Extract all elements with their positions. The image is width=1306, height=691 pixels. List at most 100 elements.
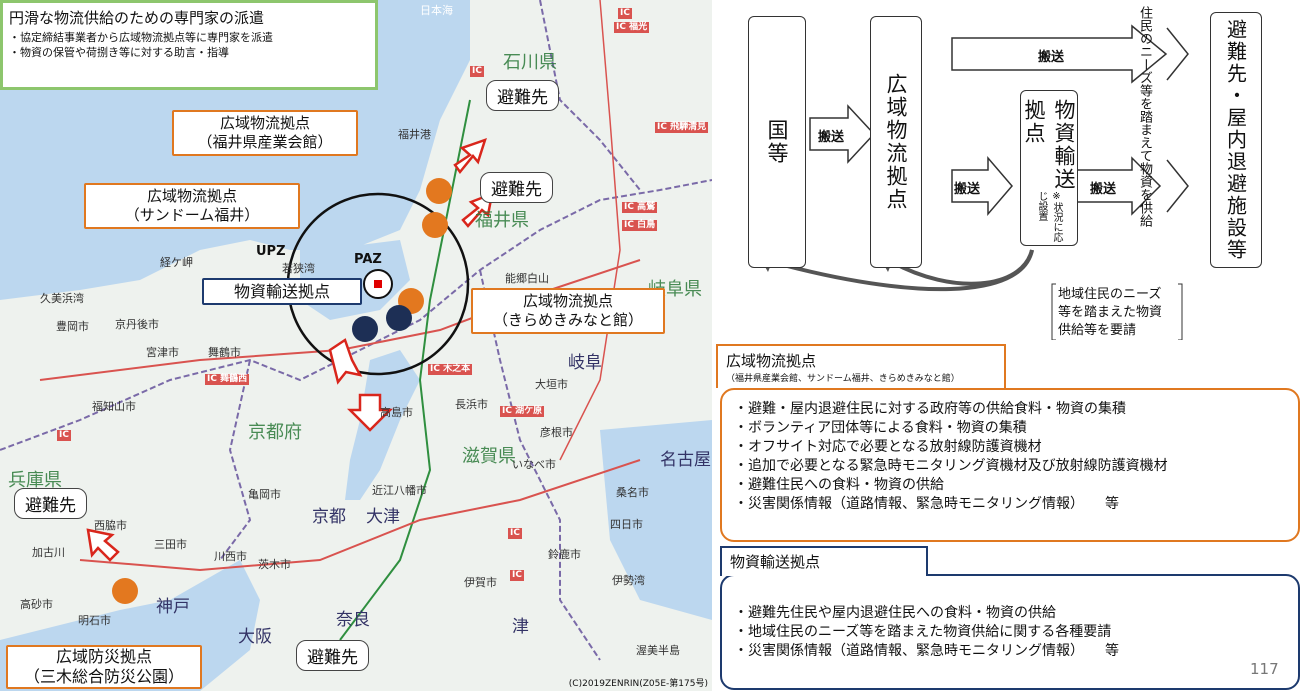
- ic-marker: IC: [618, 8, 632, 19]
- flow-node-destination: 避難先・屋内退避施設等: [1210, 12, 1262, 268]
- ic-marker: IC 木之本: [428, 364, 473, 375]
- map-label-fukui-port: 福井港: [398, 128, 431, 141]
- requests-note-line: 等を踏まえた物資: [1058, 305, 1163, 320]
- map-label-kumihama: 久美浜湾: [40, 292, 84, 305]
- map-label-kyogamisaki: 経ケ岬: [160, 256, 193, 269]
- map-label-sanda: 三田市: [154, 538, 187, 551]
- requests-note: 地域住民のニーズ 等を踏まえた物資 供給等を要請: [1058, 286, 1162, 340]
- hub-item: ・災害関係情報（道路情報、緊急時モニタリング情報） 等: [734, 496, 1119, 512]
- ic-marker: IC 白鳥: [622, 220, 658, 231]
- transport-base-marker: [352, 316, 378, 342]
- map-label-kakogawa: 加古川: [32, 546, 65, 559]
- map-label-kobe: 神戸: [156, 597, 190, 617]
- ic-marker: IC: [470, 66, 484, 77]
- map-panel: 京都府 滋賀県 兵庫県 福井県 石川県 岐阜県 神戸 大阪 奈良 京都 大津 岐…: [0, 0, 712, 691]
- hub-section-title: 広域物流拠点: [726, 352, 817, 370]
- map-label-ishikawa-pref: 石川県: [503, 52, 557, 73]
- map-label-nagahama: 長浜市: [455, 398, 488, 411]
- map-label-akashi: 明石市: [78, 614, 111, 627]
- evac-label: 避難先: [480, 172, 553, 203]
- map-label-kyoto-pref: 京都府: [248, 422, 302, 443]
- hub-item: ・オフサイト対応で必要となる放射線防護資機材: [734, 439, 1042, 455]
- paz-label: PAZ: [354, 252, 382, 267]
- map-label-otsu: 大津: [366, 507, 400, 527]
- arrow-label: 搬送: [954, 182, 981, 197]
- relay-item: ・地域住民のニーズ等を踏まえた物資供給に関する各種要請: [734, 624, 1112, 640]
- evac-label: 避難先: [296, 640, 369, 671]
- transport-base-marker: [386, 305, 412, 331]
- callout-hub-industrial-hall: 広域物流拠点 （福井県産業会館）: [172, 110, 358, 156]
- map-label-kuwana: 桑名市: [616, 486, 649, 499]
- expert-dispatch-box: 円滑な物流供給のための専門家の派遣 ・協定締結事業者から広域物流拠点等に専門家を…: [0, 0, 378, 90]
- hub-section-list: ・避難・屋内退避住民に対する政府等の供給食料・物資の集積 ・ボランティア団体等に…: [734, 400, 1168, 514]
- map-label-fukui-pref: 福井県: [475, 210, 529, 231]
- callout-title: 広域物流拠点: [146, 187, 237, 205]
- plant-marker: [374, 280, 382, 288]
- map-label-osaka: 大阪: [238, 627, 272, 647]
- hub-section-subtitle: （福井県産業会館、サンドーム福井、きらめきみなと館）: [726, 374, 960, 384]
- map-label-yokkaichi: 四日市: [610, 518, 643, 531]
- map-label-nishiwaki: 西脇市: [94, 519, 127, 532]
- map-label-kameoka: 亀岡市: [248, 488, 281, 501]
- map-label-hikone: 彦根市: [540, 426, 573, 439]
- map-label-gifu: 岐阜: [568, 353, 602, 373]
- flow-node-relay-label: 物資輸送拠点: [1022, 99, 1076, 191]
- callout-hub-kirameki: 広域物流拠点 （きらめきみなと館）: [471, 288, 665, 334]
- map-label-takashima: 高島市: [380, 406, 413, 419]
- arrow-label: 搬送: [1090, 182, 1117, 197]
- ic-marker: IC 高鷲: [622, 202, 658, 213]
- map-label-ibaraki: 茨木市: [258, 558, 291, 571]
- map-label-kyotango: 京丹後市: [115, 318, 159, 331]
- map-label-tsu: 津: [512, 617, 529, 637]
- map-label-kawanishi: 川西市: [214, 550, 247, 563]
- relay-section-title: 物資輸送拠点: [720, 546, 928, 576]
- map-label-omi: 近江八幡市: [372, 484, 427, 497]
- callout-title: 広域防災拠点: [55, 647, 152, 666]
- ic-marker: IC: [508, 528, 522, 539]
- arrow-label: 搬送: [1038, 50, 1065, 65]
- ic-marker: IC: [57, 430, 71, 441]
- map-label-iga: 伊賀市: [464, 576, 497, 589]
- relay-section-box: [720, 574, 1300, 690]
- map-label-takasago: 高砂市: [20, 598, 53, 611]
- needs-vertical-text: 住民のニーズ等を踏まえて物資を供給: [1137, 6, 1152, 227]
- relay-item: ・災害関係情報（道路情報、緊急時モニタリング情報） 等: [734, 643, 1119, 659]
- map-label-sea: 日本海: [420, 4, 453, 17]
- ic-marker: IC 飛騨清見: [655, 122, 709, 133]
- flow-node-relay: 物資輸送拠点 ※状況に応じ設置: [1020, 90, 1078, 246]
- flow-node-relay-note: ※状況に応じ設置: [1036, 191, 1062, 242]
- callout-title: 広域物流拠点: [522, 292, 613, 310]
- ic-marker: IC 舞鶴西: [205, 374, 250, 385]
- expert-dispatch-title: 円滑な物流供給のための専門家の派遣: [9, 9, 265, 27]
- map-label-inabe: いなべ市: [512, 458, 556, 471]
- map-label-hyogo-pref: 兵庫県: [8, 470, 62, 491]
- map-label-wakasa: 若狭湾: [282, 262, 315, 275]
- map-label-shiga-pref: 滋賀県: [462, 446, 516, 467]
- hub-section-box: [720, 388, 1300, 542]
- map-label-nagoya: 名古屋: [660, 450, 711, 470]
- hub-item: ・避難・屋内退避住民に対する政府等の供給食料・物資の集積: [734, 401, 1126, 417]
- flow-node-source: 国等: [748, 16, 806, 268]
- expert-dispatch-line: ・物資の保管や荷捌き等に対する助言・指導: [9, 46, 229, 59]
- callout-subtitle: （三木総合防災公園）: [23, 667, 184, 686]
- map-label-noetsu: 能郷白山: [505, 272, 549, 285]
- hub-item: ・避難住民への食料・物資の供給: [734, 477, 944, 493]
- callout-subtitle: （福井県産業会館）: [197, 133, 333, 151]
- hub-marker-sundome: [422, 212, 448, 238]
- map-label-maizuru: 舞鶴市: [208, 346, 241, 359]
- relay-section-list: ・避難先住民や屋内退避住民への食料・物資の供給 ・地域住民のニーズ等を踏まえた物…: [734, 604, 1119, 661]
- page-number: 117: [1250, 660, 1279, 678]
- callout-subtitle: （きらめきみなと館）: [492, 311, 643, 329]
- callout-transport-base: 物資輸送拠点: [202, 278, 362, 305]
- map-label-fukuchiyama: 福知山市: [92, 400, 136, 413]
- requests-note-line: 地域住民のニーズ: [1058, 287, 1162, 302]
- copyright-text: (C)2019ZENRIN(Z05E-第175号): [568, 679, 708, 689]
- map-label-ise-bay: 伊勢湾: [612, 574, 645, 587]
- map-label-miyazu: 宮津市: [146, 346, 179, 359]
- hub-section-header: 広域物流拠点 （福井県産業会館、サンドーム福井、きらめきみなと館）: [716, 344, 1006, 388]
- map-label-ogaki: 大垣市: [535, 378, 568, 391]
- map-label-nara: 奈良: [336, 610, 370, 630]
- callout-hub-sundome: 広域物流拠点 （サンドーム福井）: [84, 183, 300, 229]
- evac-arrows: [86, 137, 494, 562]
- hub-marker-industrial-hall: [426, 178, 452, 204]
